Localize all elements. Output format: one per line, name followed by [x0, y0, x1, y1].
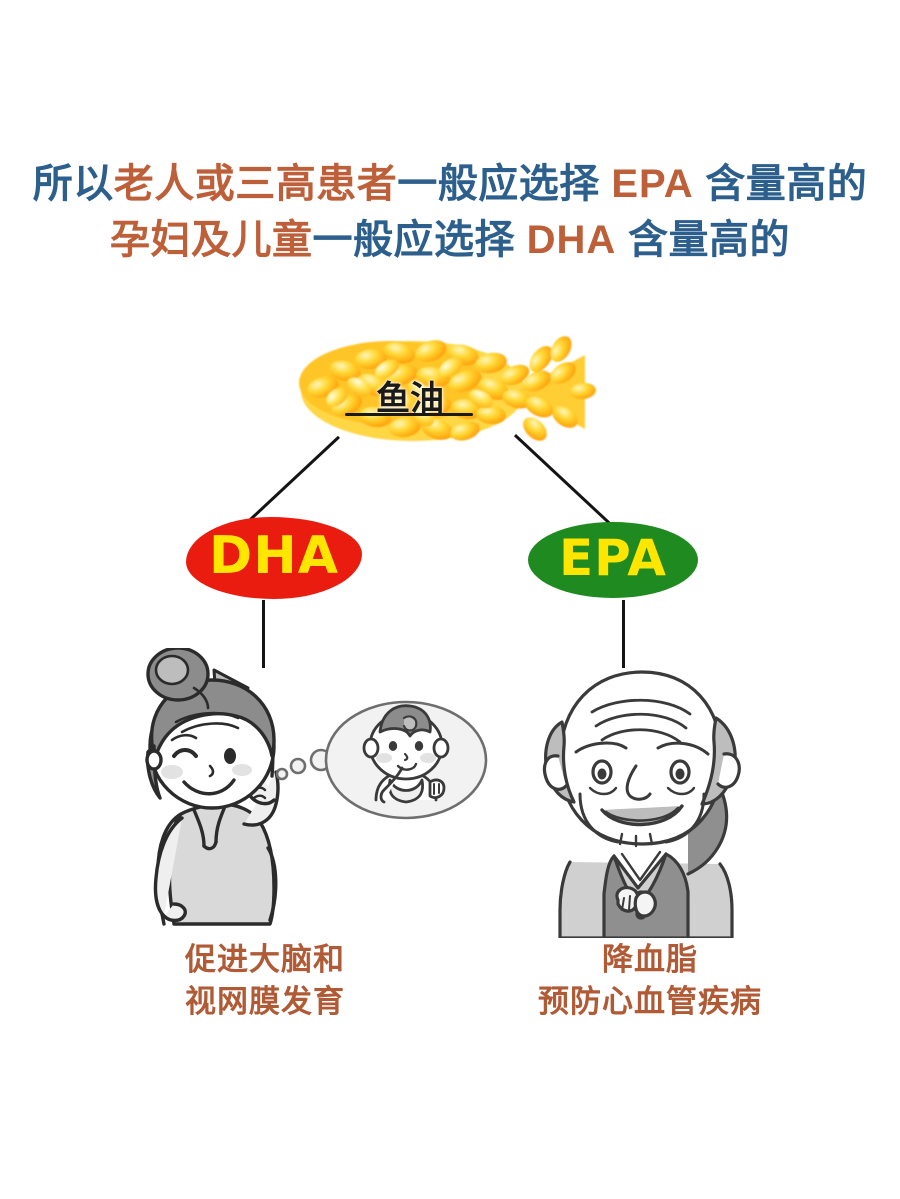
- caption-epa-line-2: 预防心血管疾病: [538, 983, 762, 1020]
- fish-oil-node: 鱼油: [285, 325, 615, 460]
- badge-epa[interactable]: EPA: [528, 522, 698, 598]
- headline-seg: 含量高的: [616, 218, 790, 262]
- headline-seg: 老人或三高患者: [113, 162, 398, 206]
- headline-block: 所以老人或三高患者一般应选择 EPA 含量高的 孕妇及儿童一般应选择 DHA 含…: [0, 158, 900, 266]
- headline-line-2: 孕妇及儿童一般应选择 DHA 含量高的: [0, 214, 900, 266]
- badge-dha[interactable]: DHA: [186, 517, 362, 599]
- fish-oil-label-underline: [345, 413, 473, 416]
- caption-dha: 促进大脑和 视网膜发育: [100, 940, 430, 1024]
- badge-epa-label: EPA: [559, 529, 667, 587]
- fish-oil-label: 鱼油: [376, 379, 444, 419]
- caption-dha-line-2: 视网膜发育: [185, 983, 345, 1020]
- headline-line-1: 所以老人或三高患者一般应选择 EPA 含量高的: [0, 158, 900, 210]
- caption-epa-line-1: 降血脂: [602, 942, 698, 978]
- headline-seg: 一般应选择: [312, 218, 527, 262]
- fish-oil-capsules-icon: [299, 336, 596, 441]
- baby-figure: [362, 704, 450, 804]
- headline-seg: 一般应选择: [397, 162, 612, 206]
- headline-seg: 所以: [32, 162, 114, 206]
- headline-seg-dha: DHA: [526, 218, 617, 262]
- headline-seg: 含量高的: [693, 162, 868, 206]
- headline-seg: 孕妇及儿童: [110, 218, 313, 262]
- connector-dha-to-woman: [262, 600, 265, 668]
- caption-dha-line-1: 促进大脑和: [185, 942, 345, 978]
- connector-epa-to-man: [622, 600, 625, 668]
- pregnant-woman-illustration: [118, 646, 488, 938]
- badge-dha-label: DHA: [209, 526, 339, 586]
- headline-seg-epa: EPA: [611, 162, 694, 206]
- elderly-man-illustration: [518, 648, 778, 940]
- caption-epa: 降血脂 预防心血管疾病: [480, 940, 820, 1024]
